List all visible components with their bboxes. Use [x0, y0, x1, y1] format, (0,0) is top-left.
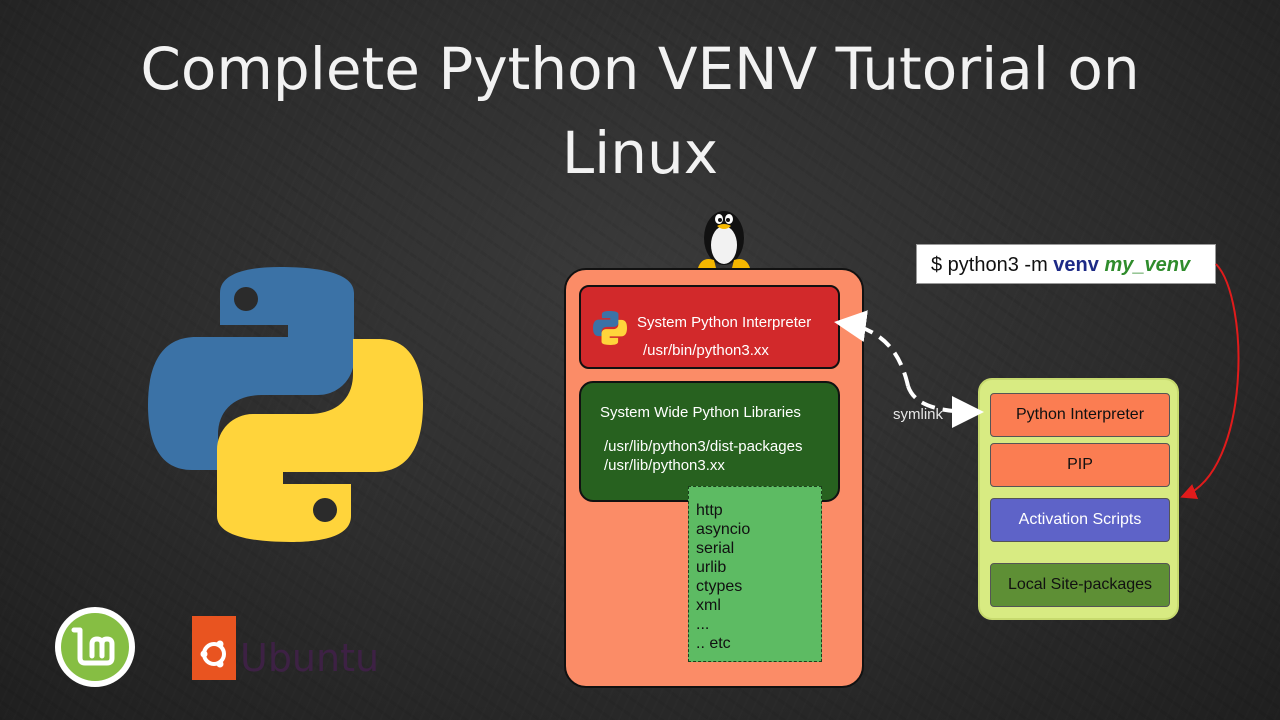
venv-box: Python Interpreter PIP Activation Script…	[978, 378, 1179, 620]
command-venv: venv	[1053, 254, 1099, 276]
venv-python-interpreter: Python Interpreter	[990, 393, 1170, 437]
ubuntu-logo-icon	[192, 616, 236, 680]
system-libraries-box: System Wide Python Libraries /usr/lib/py…	[579, 381, 840, 502]
python-logo-icon	[148, 267, 423, 542]
module-item: .. etc	[696, 635, 731, 652]
command-box: $ python3 -m venv my_venv	[916, 244, 1216, 284]
symlink-label: symlink	[893, 406, 944, 423]
command-prefix: $ python3 -m	[931, 254, 1054, 276]
title-line-1: Complete Python VENV Tutorial on	[140, 35, 1140, 103]
module-item: xml	[696, 597, 721, 614]
module-item: urlib	[696, 559, 727, 576]
venv-site-packages: Local Site-packages	[990, 563, 1170, 607]
title-line-2: Linux	[561, 119, 719, 187]
system-interpreter-box: System Python Interpreter /usr/bin/pytho…	[579, 285, 840, 369]
module-item: asyncio	[696, 521, 751, 538]
module-item: serial	[696, 540, 735, 557]
venv-pip: PIP	[990, 443, 1170, 487]
interpreter-path: /usr/bin/python3.xx	[643, 342, 769, 359]
venv-activation-scripts: Activation Scripts	[990, 498, 1170, 542]
modules-list: http asyncio serial urlib ctypes xml ...…	[688, 486, 822, 662]
command-venv-name: my_venv	[1104, 254, 1191, 276]
module-item: ctypes	[696, 578, 743, 595]
tux-penguin-icon	[698, 211, 750, 268]
libraries-title: System Wide Python Libraries	[600, 404, 801, 421]
ubuntu-wordmark: Ubuntu	[240, 636, 380, 680]
module-item: http	[696, 502, 723, 519]
module-item: ...	[696, 616, 710, 633]
libraries-path-2: /usr/lib/python3.xx	[604, 457, 725, 474]
linux-mint-logo-icon	[55, 607, 135, 687]
libraries-path-1: /usr/lib/python3/dist-packages	[604, 438, 803, 455]
interpreter-title: System Python Interpreter	[637, 314, 812, 331]
python-logo-small-icon	[593, 311, 627, 345]
